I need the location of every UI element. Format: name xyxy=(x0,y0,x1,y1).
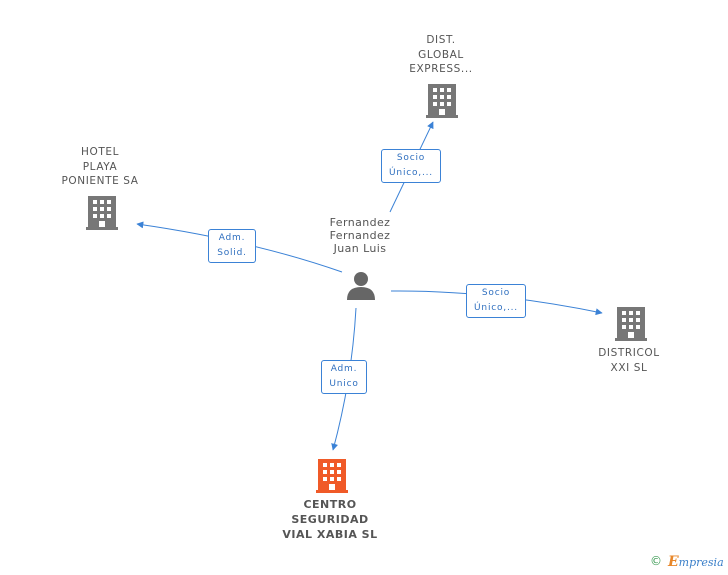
building-icon xyxy=(615,307,647,341)
copyright-symbol: © xyxy=(650,554,662,568)
building-icon-main xyxy=(316,459,348,493)
building-icon xyxy=(86,196,118,230)
node-label-centro: CENTRO SEGURIDAD VIAL XABIA SL xyxy=(282,498,378,541)
edge-label-adm-unico[interactable]: Adm. Unico xyxy=(321,360,367,394)
edge-label-adm-solid[interactable]: Adm. Solid. xyxy=(208,229,256,263)
building-icon xyxy=(426,84,458,118)
empresia-logo: Empresia xyxy=(668,554,724,570)
edge-label-socio-unico-dist[interactable]: Socio Único,... xyxy=(381,149,441,183)
node-label-hotel-playa: HOTEL PLAYA PONIENTE SA xyxy=(61,146,139,187)
node-label-dist-global: DIST. GLOBAL EXPRESS... xyxy=(409,34,473,75)
logo-text: mpresia xyxy=(678,556,724,569)
person-icon xyxy=(347,272,375,300)
node-label-districol: DISTRICOL XXI SL xyxy=(598,347,660,374)
logo-first-letter: E xyxy=(668,554,679,570)
edge-label-socio-unico-districol[interactable]: Socio Único,... xyxy=(466,284,526,318)
node-label-person: Fernandez Fernandez Juan Luis xyxy=(329,216,391,255)
